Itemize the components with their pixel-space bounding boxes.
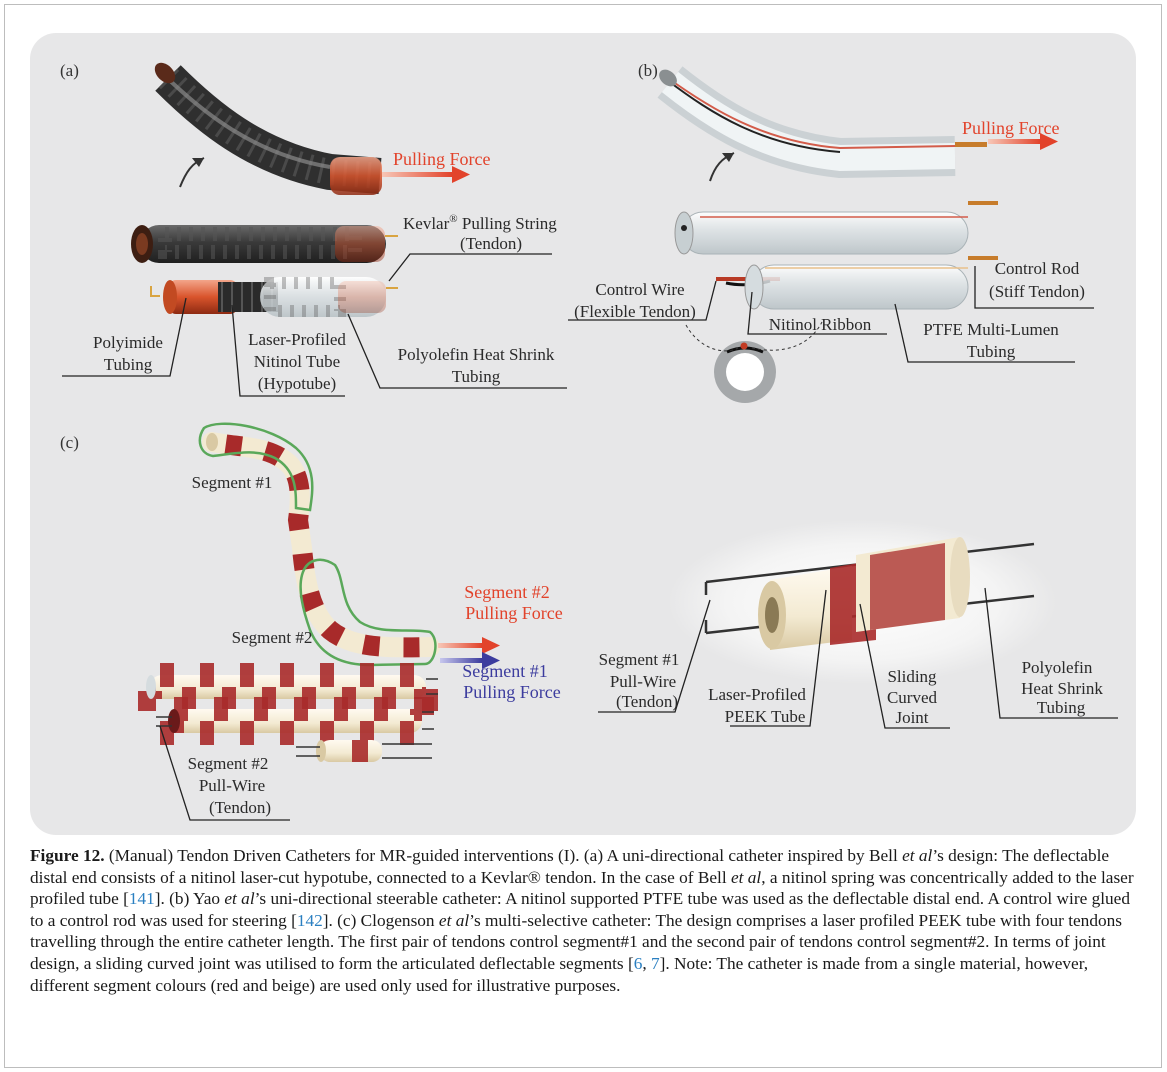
panel-c-joint-line3: Joint (895, 708, 928, 727)
panel-c-seg2-force-arrow (438, 637, 500, 654)
panel-a-nitinol-label-line2: Nitinol Tube (254, 352, 340, 371)
figure-caption: Figure 12. (Manual) Tendon Driven Cathet… (30, 845, 1140, 996)
panel-a-nitinol-label-line1: Laser-Profiled (248, 330, 346, 349)
citation-link[interactable]: 141 (129, 889, 155, 908)
caption-et-al: et al (902, 846, 932, 865)
panel-c-seg1-pullwire-line1: Segment #1 (599, 650, 680, 669)
caption-et-al: et al (731, 868, 761, 887)
panel-c-peek-line2: PEEK Tube (725, 707, 806, 726)
panel-c-heat-line2: Heat Shrink (1021, 679, 1103, 698)
panel-a-polyimide-label-line1: Polyimide (93, 333, 163, 352)
caption-label: Figure 12. (30, 846, 105, 865)
citation-link[interactable]: 7 (651, 954, 660, 973)
panel-c-joint-line1: Sliding (887, 667, 937, 686)
panel-a-nitinol-label-line3: (Hypotube) (258, 374, 336, 393)
panel-a-straight-catheter (131, 225, 398, 263)
panel-c-seg2-pullwire-line2: Pull-Wire (199, 776, 265, 795)
panel-b-exploded-catheter (716, 256, 998, 309)
figure-illustration: (a) Pulling Force (0, 0, 1167, 845)
panel-a-polyolefin-label-line1: Polyolefin Heat Shrink (398, 345, 555, 364)
panel-b-control-wire-line1: Control Wire (595, 280, 684, 299)
panel-b-straight-catheter (675, 201, 998, 254)
panel-c-peek-line1: Laser-Profiled (708, 685, 806, 704)
kevlar-text: Kevlar (403, 214, 450, 233)
caption-text: ]. (c) Clogenson (323, 911, 439, 930)
panel-a-letter: (a) (60, 61, 79, 80)
citation-link[interactable]: 142 (297, 911, 323, 930)
panel-a-polyimide-label-line2: Tubing (104, 355, 153, 374)
panel-b-ptfe-line1: PTFE Multi-Lumen (923, 320, 1059, 339)
kevlar-text-rest: Pulling String (458, 214, 558, 233)
panel-c-seg2-force-line1: Segment #2 (464, 582, 550, 602)
panel-c-heat-line1: Polyolefin (1022, 658, 1093, 677)
panel-b-control-rod-line2: (Stiff Tendon) (989, 282, 1085, 301)
registered-mark: ® (449, 213, 457, 225)
panel-c-seg1-force-line2: Pulling Force (463, 682, 561, 702)
caption-separator: , (642, 954, 651, 973)
panel-c-joint-line2: Curved (887, 688, 938, 707)
panel-b-ptfe-line2: Tubing (967, 342, 1016, 361)
panel-c-segment1-label: Segment #1 (192, 473, 273, 492)
panel-a-kevlar-label-line2: (Tendon) (460, 234, 522, 253)
panel-c-heat-line3: Tubing (1037, 698, 1086, 717)
caption-text: (Manual) Tendon Driven Catheters for MR-… (105, 846, 903, 865)
panel-a-pulling-force-label: Pulling Force (393, 149, 491, 169)
panel-c-seg2-force-line2: Pulling Force (465, 603, 563, 623)
panel-c-seg2-pullwire-line3: (Tendon) (209, 798, 271, 817)
panel-c-seg1-pullwire-line3: (Tendon) (616, 692, 678, 711)
panel-a-kevlar-label: Kevlar® Pulling String (403, 213, 557, 233)
panel-b-bent-catheter (656, 66, 987, 181)
panel-c-seg1-pullwire-line2: Pull-Wire (610, 672, 676, 691)
panel-c-straight-catheter (146, 675, 438, 699)
panel-b-pulling-force-label: Pulling Force (962, 118, 1060, 138)
panel-b-letter: (b) (638, 61, 658, 80)
caption-text: ]. (b) Yao (155, 889, 225, 908)
caption-et-al: et al (439, 911, 469, 930)
panel-c-seg1-force-line1: Segment #1 (462, 661, 548, 681)
panel-b-control-rod-line1: Control Rod (995, 259, 1080, 278)
panel-b-nitinol-ribbon-label: Nitinol Ribbon (769, 315, 872, 334)
panel-a-bent-catheter (151, 59, 382, 195)
panel-b-control-wire-line2: (Flexible Tendon) (574, 302, 696, 321)
panel-c-segment2-label: Segment #2 (232, 628, 313, 647)
caption-et-al: et al (224, 889, 254, 908)
panel-a-polyolefin-label-line2: Tubing (452, 367, 501, 386)
panel-c-letter: (c) (60, 433, 79, 452)
panel-c-seg2-pullwire-line1: Segment #2 (188, 754, 269, 773)
panel-a-exploded-catheter (151, 277, 398, 317)
